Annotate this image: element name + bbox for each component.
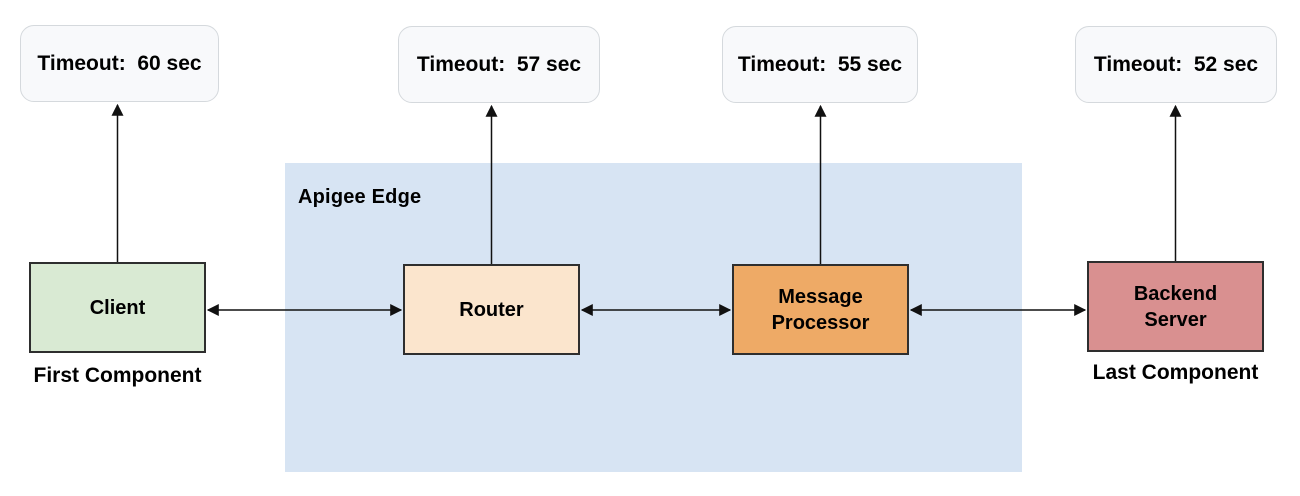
caption-last-component: Last Component [1092, 361, 1259, 384]
component-message-processor: Message Processor [732, 264, 909, 355]
component-client: Client [29, 262, 206, 353]
timeout-box-router: Timeout: 57 sec [398, 26, 600, 103]
timeout-box-client: Timeout: 60 sec [20, 25, 219, 102]
caption-first-component: First Component [33, 364, 202, 387]
timeout-box-backend-server: Timeout: 52 sec [1075, 26, 1277, 103]
apigee-edge-region: Apigee Edge [285, 163, 1022, 472]
component-message-processor-label: Message Processor [771, 285, 870, 334]
component-client-label: Client [89, 296, 146, 319]
timeout-box-message-processor: Timeout: 55 sec [722, 26, 918, 103]
component-router-label: Router [459, 298, 524, 321]
component-backend-server: Backend Server [1087, 261, 1264, 352]
component-router: Router [403, 264, 580, 355]
apigee-edge-region-label: Apigee Edge [298, 186, 422, 208]
component-backend-server-label: Backend Server [1133, 282, 1218, 331]
